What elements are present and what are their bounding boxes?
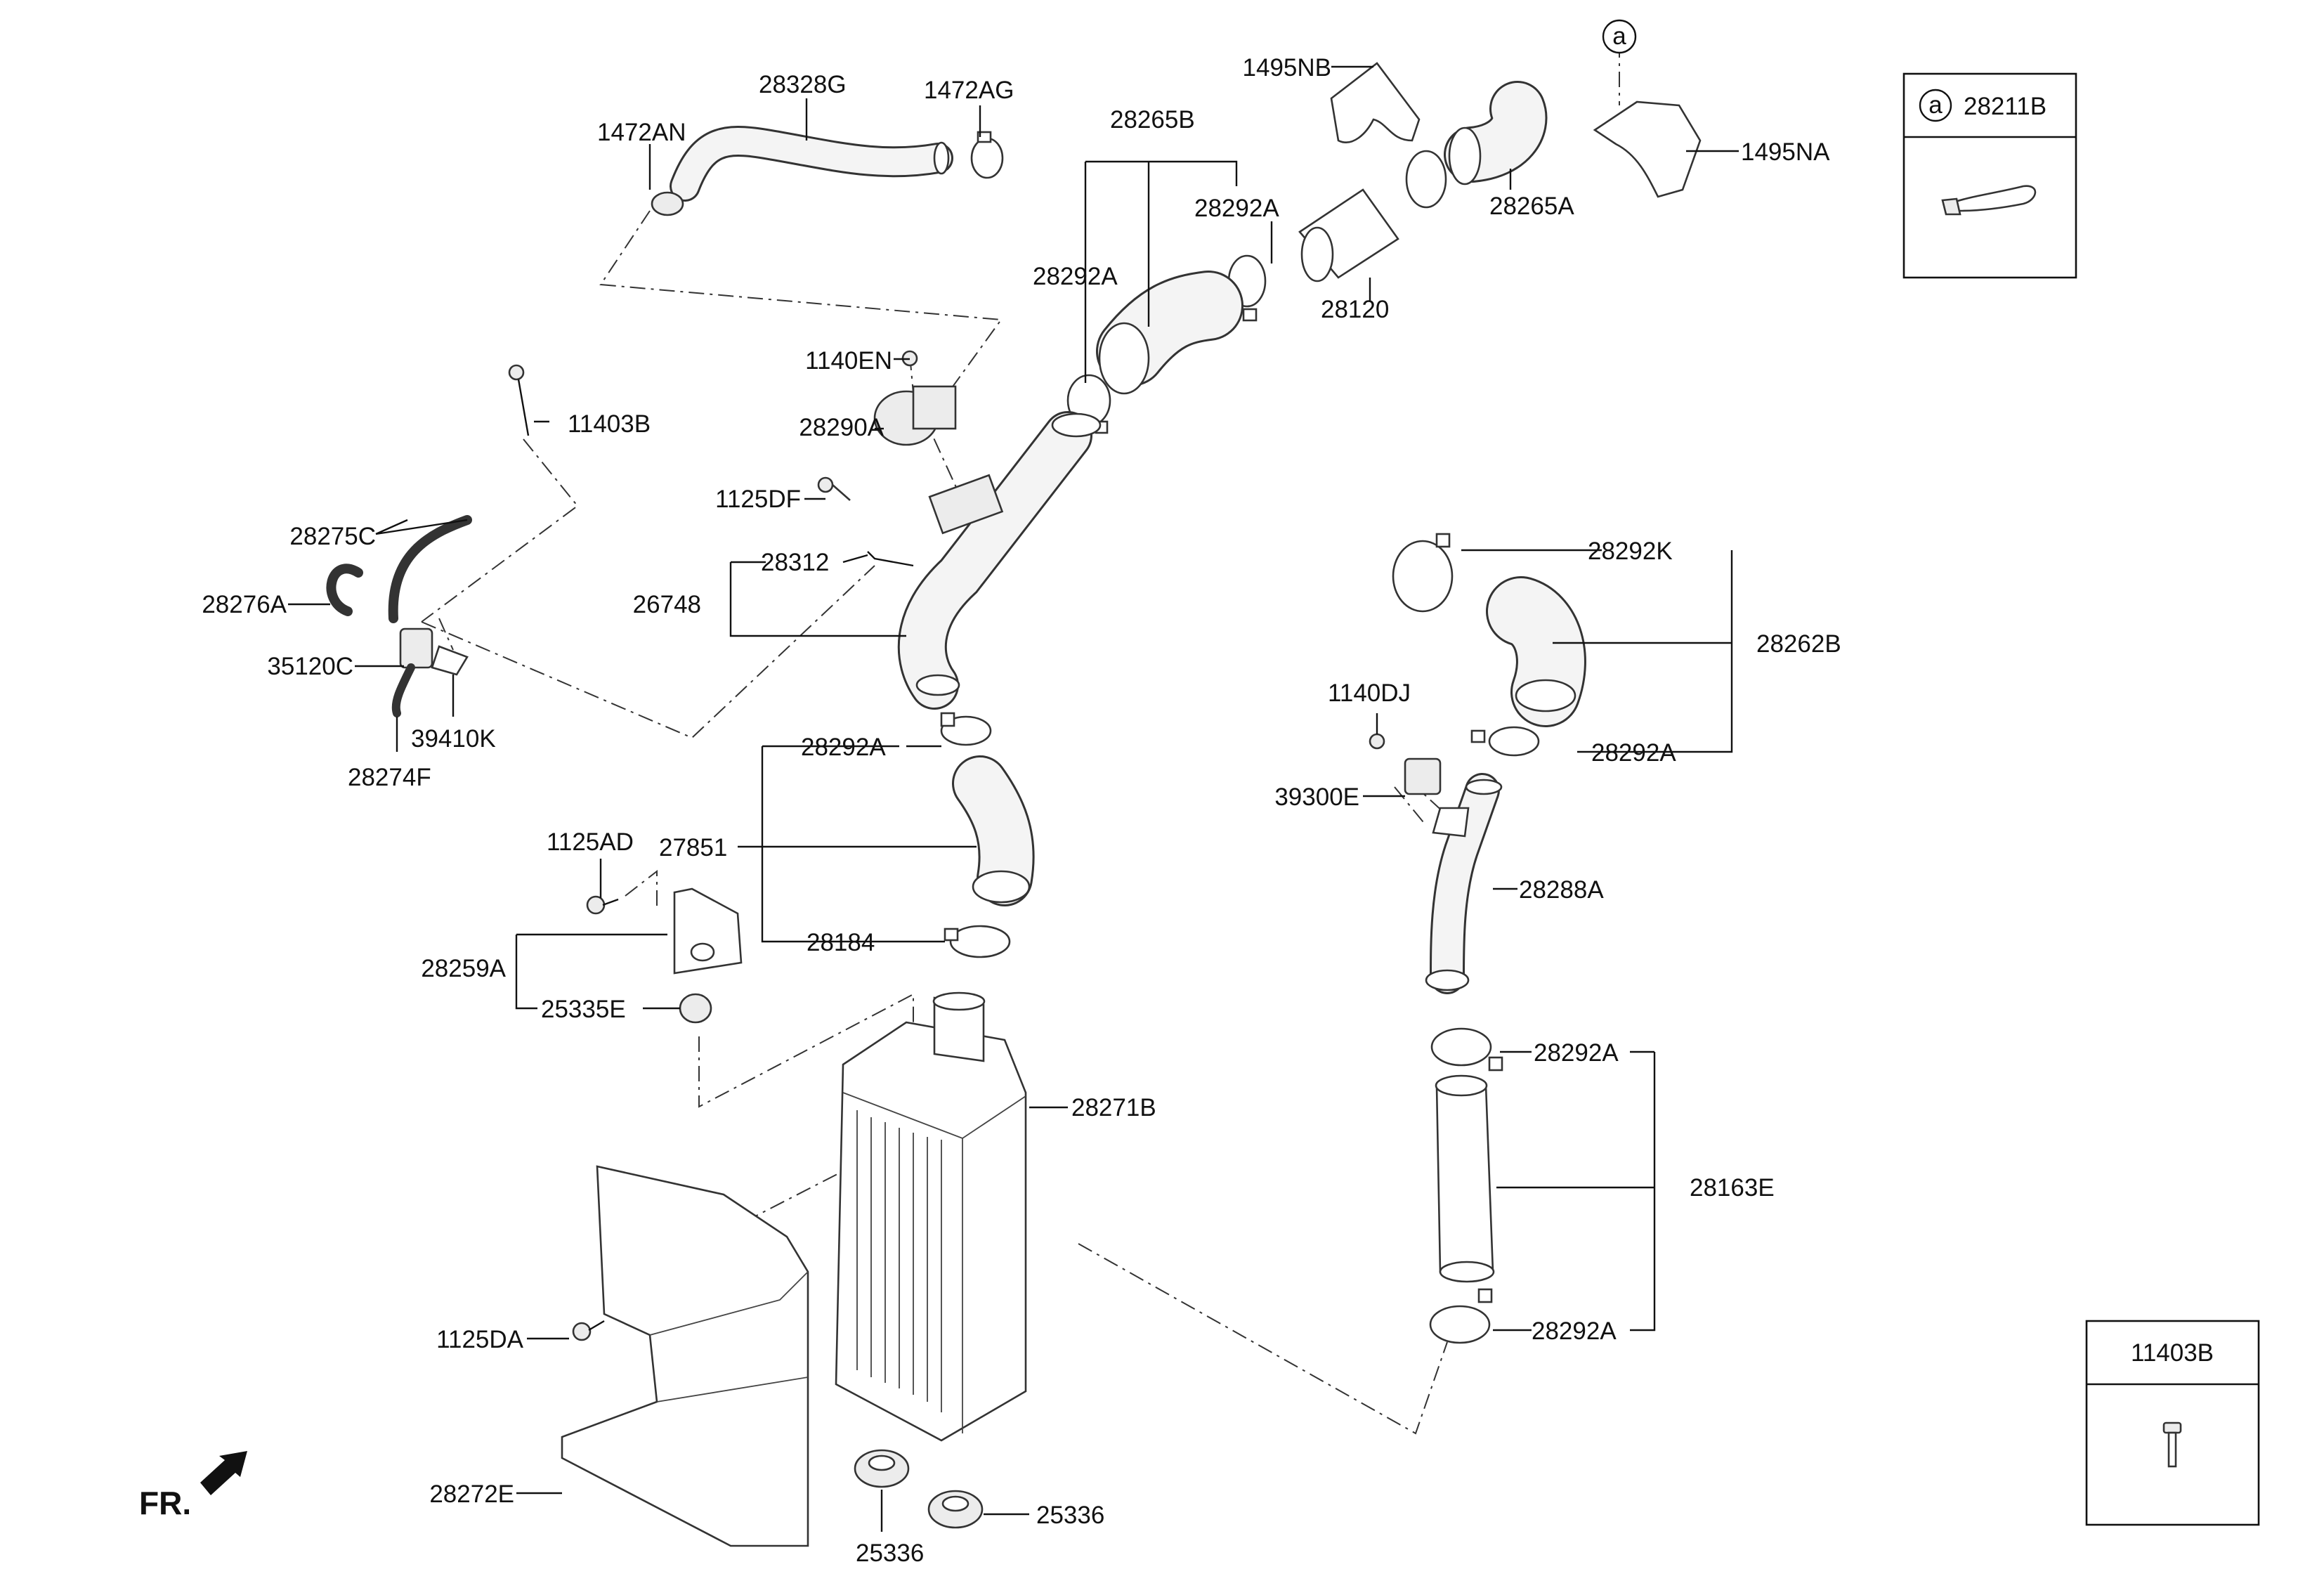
label-25336-1: 25336: [856, 1540, 924, 1567]
hose-28328g: [670, 126, 953, 202]
bolt-1125da: [572, 1320, 605, 1341]
label-28292a-2: 28292A: [1033, 263, 1118, 290]
label-28328g: 28328G: [759, 71, 847, 98]
hose-28275c: [388, 515, 472, 623]
valve-28290a: [873, 350, 957, 446]
label-1495na: 1495NA: [1741, 138, 1830, 166]
parts-artwork: [326, 62, 1702, 1547]
inset-28211b-part: 28211B: [1964, 93, 2046, 120]
label-28275c: 28275C: [289, 523, 376, 550]
bolt-1140dj: [1369, 733, 1385, 750]
label-28292k: 28292K: [1588, 538, 1673, 565]
pipe-26748: [897, 411, 1102, 710]
grommet-25335e: [679, 993, 712, 1024]
hose-28262b-elbow: [1486, 576, 1586, 727]
bracket-1495nb: [1330, 62, 1421, 143]
label-28292a-6: 28292A: [1532, 1317, 1617, 1345]
grommet-25336-a: [854, 1449, 910, 1488]
label-28163e: 28163E: [1690, 1174, 1775, 1202]
label-25335e: 25335E: [541, 996, 626, 1023]
sensor-39300e: [1404, 757, 1442, 795]
inset-11403b-part: 11403B: [2131, 1339, 2214, 1367]
label-28312: 28312: [761, 549, 829, 576]
clamp-28292k: [1392, 533, 1454, 613]
bolt-1125df: [817, 476, 851, 501]
label-28292a-5: 28292A: [1534, 1039, 1619, 1067]
label-28265a: 28265A: [1489, 193, 1574, 220]
bracket-1495na: [1593, 100, 1702, 198]
clamp-28184: [944, 925, 1011, 958]
label-1125da: 1125DA: [436, 1326, 524, 1353]
label-28271b: 28271B: [1071, 1094, 1156, 1121]
cable-tie-icon: [1941, 185, 2037, 216]
label-28292a-1: 28292A: [1194, 195, 1279, 222]
callout-a-text: a: [1612, 22, 1626, 50]
leader-lines: [288, 65, 1739, 1532]
front-arrow-icon: [200, 1451, 247, 1495]
solenoid-35120c: [391, 627, 433, 717]
clamp-28292a-right-mid: [1430, 1027, 1503, 1072]
label-28292a-4: 28292A: [1591, 739, 1676, 767]
label-28259a: 28259A: [421, 955, 506, 982]
label-28276a: 28276A: [202, 591, 287, 618]
hose-28276a: [326, 564, 363, 616]
label-26748: 26748: [633, 591, 701, 618]
label-25336-2: 25336: [1036, 1502, 1104, 1529]
bolt-1125ad: [586, 895, 619, 915]
pipe-28288a: [1425, 773, 1503, 994]
label-28288a: 28288A: [1519, 876, 1604, 904]
label-1140en: 1140EN: [805, 347, 892, 375]
clamp-28292a-upper-right: [1405, 150, 1447, 209]
inset-28211b-ref: a: [1928, 91, 1943, 119]
label-28265b: 28265B: [1110, 106, 1195, 134]
label-1140dj: 1140DJ: [1328, 679, 1411, 707]
label-28184: 28184: [807, 929, 875, 956]
grommet-25336-b: [927, 1490, 984, 1529]
callout-a-marker: a: [1602, 19, 1637, 54]
clamp-28292a-lower: [940, 712, 992, 746]
bolt-icon: [2162, 1421, 2182, 1468]
hose-28163e: [1435, 1074, 1495, 1283]
label-27851: 27851: [659, 834, 727, 861]
label-28262b: 28262B: [1756, 630, 1841, 658]
air-guide-28272e: [561, 1165, 809, 1547]
hose-27851: [952, 755, 1035, 906]
bolt-11403b: [508, 364, 530, 436]
front-label: FR.: [139, 1485, 191, 1521]
bracket-28259a: [673, 887, 743, 975]
hose-28265a: [1444, 81, 1548, 186]
tube-28312: [867, 551, 914, 567]
hose-28265b: [1096, 271, 1243, 395]
label-1472ag: 1472AG: [924, 77, 1014, 104]
label-28274f: 28274F: [348, 764, 431, 791]
clamp-1472an: [651, 191, 684, 216]
label-1125ad: 1125AD: [547, 828, 634, 856]
label-28120: 28120: [1321, 296, 1389, 323]
sleeve-28120: [1298, 188, 1399, 282]
label-28290a: 28290A: [799, 414, 884, 441]
bracket-39410k: [431, 645, 469, 676]
inset-28211b: a 28211B: [1902, 72, 2077, 279]
clamp-28292a-right-upper: [1470, 726, 1540, 757]
label-1125df: 1125DF: [715, 486, 801, 513]
front-direction-indicator: FR.: [139, 1451, 247, 1521]
label-11403b: 11403B: [568, 410, 651, 438]
inset-11403b: 11403B: [2085, 1320, 2260, 1526]
intercooler-28271b: [835, 991, 1027, 1442]
label-1495nb: 1495NB: [1243, 54, 1331, 82]
label-1472an: 1472AN: [597, 119, 686, 146]
label-28272e: 28272E: [429, 1480, 514, 1508]
label-39410k: 39410K: [411, 725, 496, 753]
clamp-1472ag: [970, 131, 1004, 179]
part-labels: 28328G 1472AG 1472AN 28265B 1495NB 1495N…: [202, 54, 1841, 1567]
label-39300e: 39300E: [1274, 783, 1359, 811]
label-28292a-3: 28292A: [801, 734, 886, 761]
label-35120c: 35120C: [267, 653, 353, 680]
clamp-28292a-right-low: [1429, 1288, 1493, 1344]
